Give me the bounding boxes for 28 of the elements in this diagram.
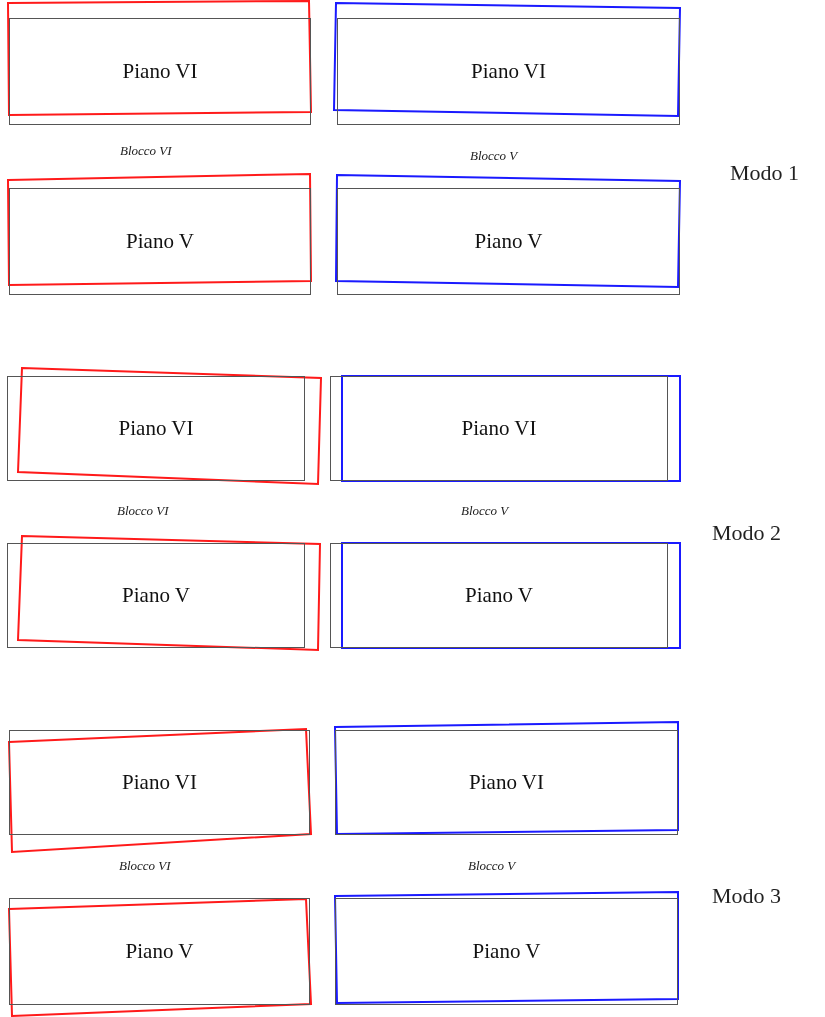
floor-box	[337, 188, 680, 295]
block-label: Blocco VI	[119, 858, 171, 874]
block-label: Blocco VI	[120, 143, 172, 159]
mode-label: Modo 3	[712, 883, 782, 909]
mode-label: Modo 1	[730, 160, 800, 186]
floor-box	[9, 188, 311, 295]
floor-label: Piano VI	[122, 770, 197, 795]
block-label: Blocco V	[461, 503, 509, 519]
mode-label: Modo 2	[712, 520, 782, 546]
floor-label: Piano VI	[469, 770, 544, 795]
floor-label: Piano VI	[471, 59, 546, 84]
floor-box	[337, 18, 680, 125]
floor-label: Piano VI	[122, 59, 198, 84]
block-label: Blocco VI	[117, 503, 169, 519]
floor-label: Piano V	[474, 229, 543, 254]
floor-label: Piano V	[465, 583, 533, 608]
floor-box	[7, 376, 305, 481]
floor-label: Piano V	[472, 939, 541, 964]
floor-box	[7, 543, 305, 648]
block-label: Blocco V	[470, 148, 518, 164]
floor-box	[9, 18, 311, 125]
floor-box	[9, 730, 310, 835]
floor-label: Piano V	[122, 583, 190, 608]
floor-label: Piano VI	[118, 416, 194, 441]
block-label: Blocco V	[468, 858, 516, 874]
floor-label: Piano V	[125, 939, 194, 964]
floor-label: Piano VI	[461, 416, 537, 441]
floor-label: Piano V	[126, 229, 194, 254]
